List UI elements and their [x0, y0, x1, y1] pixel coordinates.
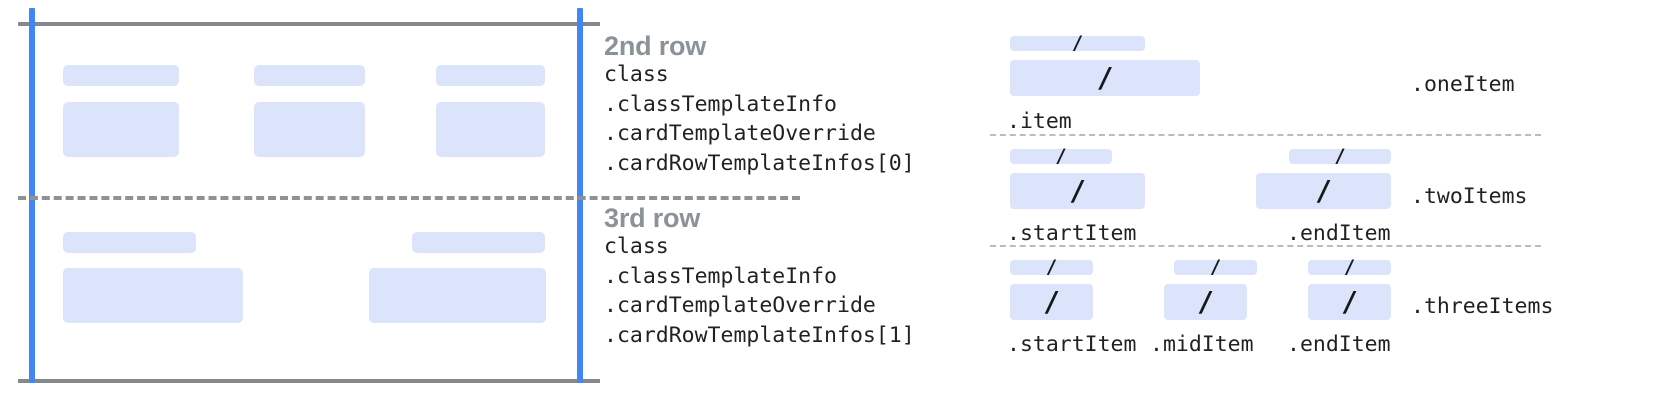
three-items-start-body-bar: /	[1010, 284, 1093, 320]
slash-icon: /	[1343, 256, 1356, 278]
legend-divider-dashed	[990, 134, 1541, 136]
three-items-mid-sublabel: .midItem	[1150, 332, 1254, 357]
two-items-start-body-bar: /	[1010, 173, 1145, 209]
legend-divider-dashed	[990, 245, 1541, 247]
annotation-code-line: class	[604, 234, 669, 260]
row2-cell3-label-bar	[436, 65, 545, 86]
row3-cell2-label-bar	[412, 232, 545, 253]
two-items-start-sublabel: .startItem	[1007, 221, 1137, 246]
row2-cell3-body-bar	[436, 102, 545, 157]
two-items-group-label: .twoItems	[1411, 184, 1528, 209]
three-items-end-label-bar: /	[1308, 256, 1391, 278]
annotation-code-line: .classTemplateInfo	[604, 263, 837, 289]
one-item-group-label: .oneItem	[1411, 72, 1515, 97]
card-bottom-border	[18, 379, 600, 383]
two-items-end-body-bar: /	[1256, 173, 1391, 209]
annotation-code-line: .cardRowTemplateInfos[0]	[604, 150, 915, 176]
annotation-code-line: class	[604, 62, 669, 88]
row-divider-dashed	[18, 196, 800, 200]
annotation-third-row: 3rd row class .classTemplateInfo .cardTe…	[604, 204, 915, 350]
slash-icon: /	[1043, 285, 1060, 318]
three-items-mid-label-bar: /	[1174, 256, 1257, 278]
three-items-end-body-bar: /	[1308, 284, 1391, 320]
annotation-code-line: .cardTemplateOverride	[604, 121, 876, 147]
annotation-heading: 2nd row	[604, 31, 707, 61]
row2-cell1-label-bar	[63, 65, 179, 86]
one-item-body-bar: /	[1010, 60, 1200, 96]
three-items-start-label-bar: /	[1010, 256, 1093, 278]
card-right-edge-rail	[577, 8, 583, 383]
annotation-heading: 3rd row	[604, 203, 701, 233]
slash-icon: /	[1069, 174, 1086, 207]
card-top-border	[18, 22, 600, 26]
slash-icon: /	[1334, 145, 1346, 167]
annotation-code-line: .cardRowTemplateInfos[1]	[604, 322, 915, 348]
one-item-sublabel: .item	[1007, 109, 1072, 134]
two-items-end-label-bar: /	[1289, 145, 1391, 167]
two-items-start-label-bar: /	[1010, 145, 1112, 167]
slash-icon: /	[1045, 256, 1058, 278]
card-left-edge-rail	[29, 8, 35, 383]
two-items-end-sublabel: .endItem	[1287, 221, 1391, 246]
slash-icon: /	[1341, 285, 1358, 318]
row3-cell1-body-bar	[63, 268, 243, 323]
row2-cell1-body-bar	[63, 102, 179, 157]
three-items-group-label: .threeItems	[1411, 294, 1554, 319]
row2-cell2-body-bar	[254, 102, 365, 157]
row3-cell2-body-bar	[369, 268, 546, 323]
one-item-label-bar: /	[1010, 32, 1145, 54]
slash-icon: /	[1096, 61, 1114, 94]
annotation-code-line: .classTemplateInfo	[604, 91, 837, 117]
annotation-code-line: .cardTemplateOverride	[604, 293, 876, 319]
three-items-start-sublabel: .startItem	[1007, 332, 1137, 357]
slash-icon: /	[1315, 174, 1332, 207]
slash-icon: /	[1071, 32, 1084, 54]
three-items-mid-body-bar: /	[1164, 284, 1247, 320]
row2-cell2-label-bar	[254, 65, 365, 86]
slash-icon: /	[1055, 145, 1067, 167]
row3-cell1-label-bar	[63, 232, 196, 253]
three-items-end-sublabel: .endItem	[1287, 332, 1391, 357]
slash-icon: /	[1197, 285, 1214, 318]
slash-icon: /	[1209, 256, 1222, 278]
annotation-second-row: 2nd row class .classTemplateInfo .cardTe…	[604, 32, 915, 178]
